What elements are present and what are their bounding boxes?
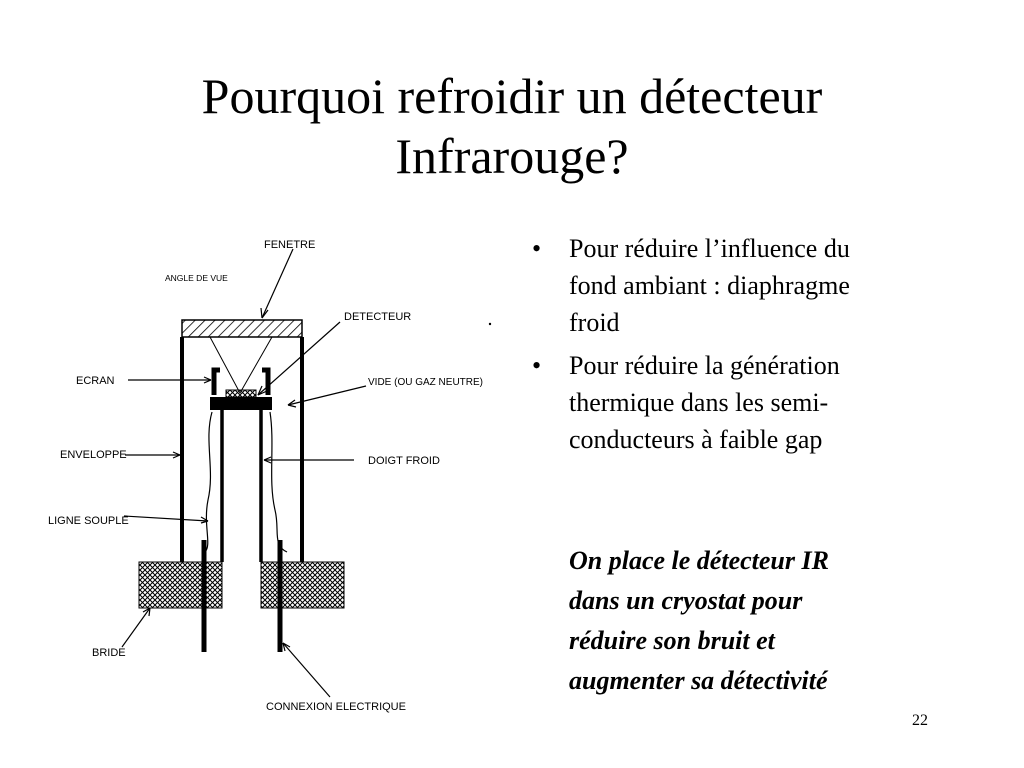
flexible-line-right bbox=[269, 411, 288, 553]
bullet-item: • Pour réduire la génération thermique d… bbox=[532, 347, 952, 458]
conclusion-text: On place le détecteur IR dans un cryosta… bbox=[569, 541, 969, 701]
bullet-line: thermique dans les semi- bbox=[569, 388, 829, 417]
conclusion-line: On place le détecteur IR bbox=[569, 546, 829, 575]
bullet-item: • Pour réduire l’influence du fond ambia… bbox=[532, 230, 952, 341]
bullet-dot-icon: • bbox=[532, 351, 542, 380]
label-ligne-souple: LIGNE SOUPLE bbox=[48, 515, 129, 527]
label-detecteur: DETECTEUR bbox=[344, 311, 411, 323]
cryostat-diagram: FENETRE ANGLE DE VUE DETECTEUR ECRAN VID… bbox=[48, 239, 492, 713]
leader-vide bbox=[287, 385, 367, 406]
stray-dot bbox=[488, 322, 492, 326]
bullet-line: Pour réduire l’influence du bbox=[569, 234, 850, 263]
cold-platform bbox=[210, 397, 272, 410]
slide-number: 22 bbox=[912, 712, 928, 729]
flange-left bbox=[138, 561, 223, 609]
window-fenetre bbox=[181, 319, 303, 338]
leader-fenetre bbox=[261, 248, 294, 319]
bullet-list: • Pour réduire l’influence du fond ambia… bbox=[532, 230, 952, 464]
bullet-line: froid bbox=[569, 308, 620, 337]
label-fenetre: FENETRE bbox=[264, 239, 315, 251]
conclusion-line: augmenter sa détectivité bbox=[569, 666, 828, 695]
leader-ligne-souple bbox=[123, 515, 209, 522]
conclusion-line: dans un cryostat pour bbox=[569, 586, 803, 615]
title-line-1: Pourquoi refroidir un détecteur bbox=[201, 68, 823, 124]
leader-detecteur bbox=[257, 321, 341, 396]
title-line-2: Infrarouge? bbox=[395, 128, 629, 184]
leader-connexion bbox=[282, 642, 331, 698]
slide-title: Pourquoi refroidir un détecteur Infrarou… bbox=[0, 66, 1024, 186]
label-connexion: CONNEXION ELECTRIQUE bbox=[266, 701, 406, 713]
flange-right bbox=[260, 561, 345, 609]
conclusion-line: réduire son bruit et bbox=[569, 626, 775, 655]
leader-bride bbox=[121, 607, 151, 648]
flexible-line-left bbox=[204, 411, 213, 553]
bullet-line: Pour réduire la génération bbox=[569, 351, 840, 380]
detector-element bbox=[225, 389, 257, 398]
label-vide: VIDE (OU GAZ NEUTRE) bbox=[368, 377, 483, 388]
label-doigt-froid: DOIGT FROID bbox=[368, 455, 440, 467]
label-bride: BRIDE bbox=[92, 647, 126, 659]
label-angle-de-vue: ANGLE DE VUE bbox=[165, 273, 228, 283]
view-angle-lines bbox=[209, 336, 273, 395]
bullet-line: fond ambiant : diaphragme bbox=[569, 271, 850, 300]
label-enveloppe: ENVELOPPE bbox=[60, 449, 127, 461]
bullet-line: conducteurs à faible gap bbox=[569, 425, 823, 454]
label-ecran: ECRAN bbox=[76, 375, 115, 387]
bullet-dot-icon: • bbox=[532, 234, 542, 263]
